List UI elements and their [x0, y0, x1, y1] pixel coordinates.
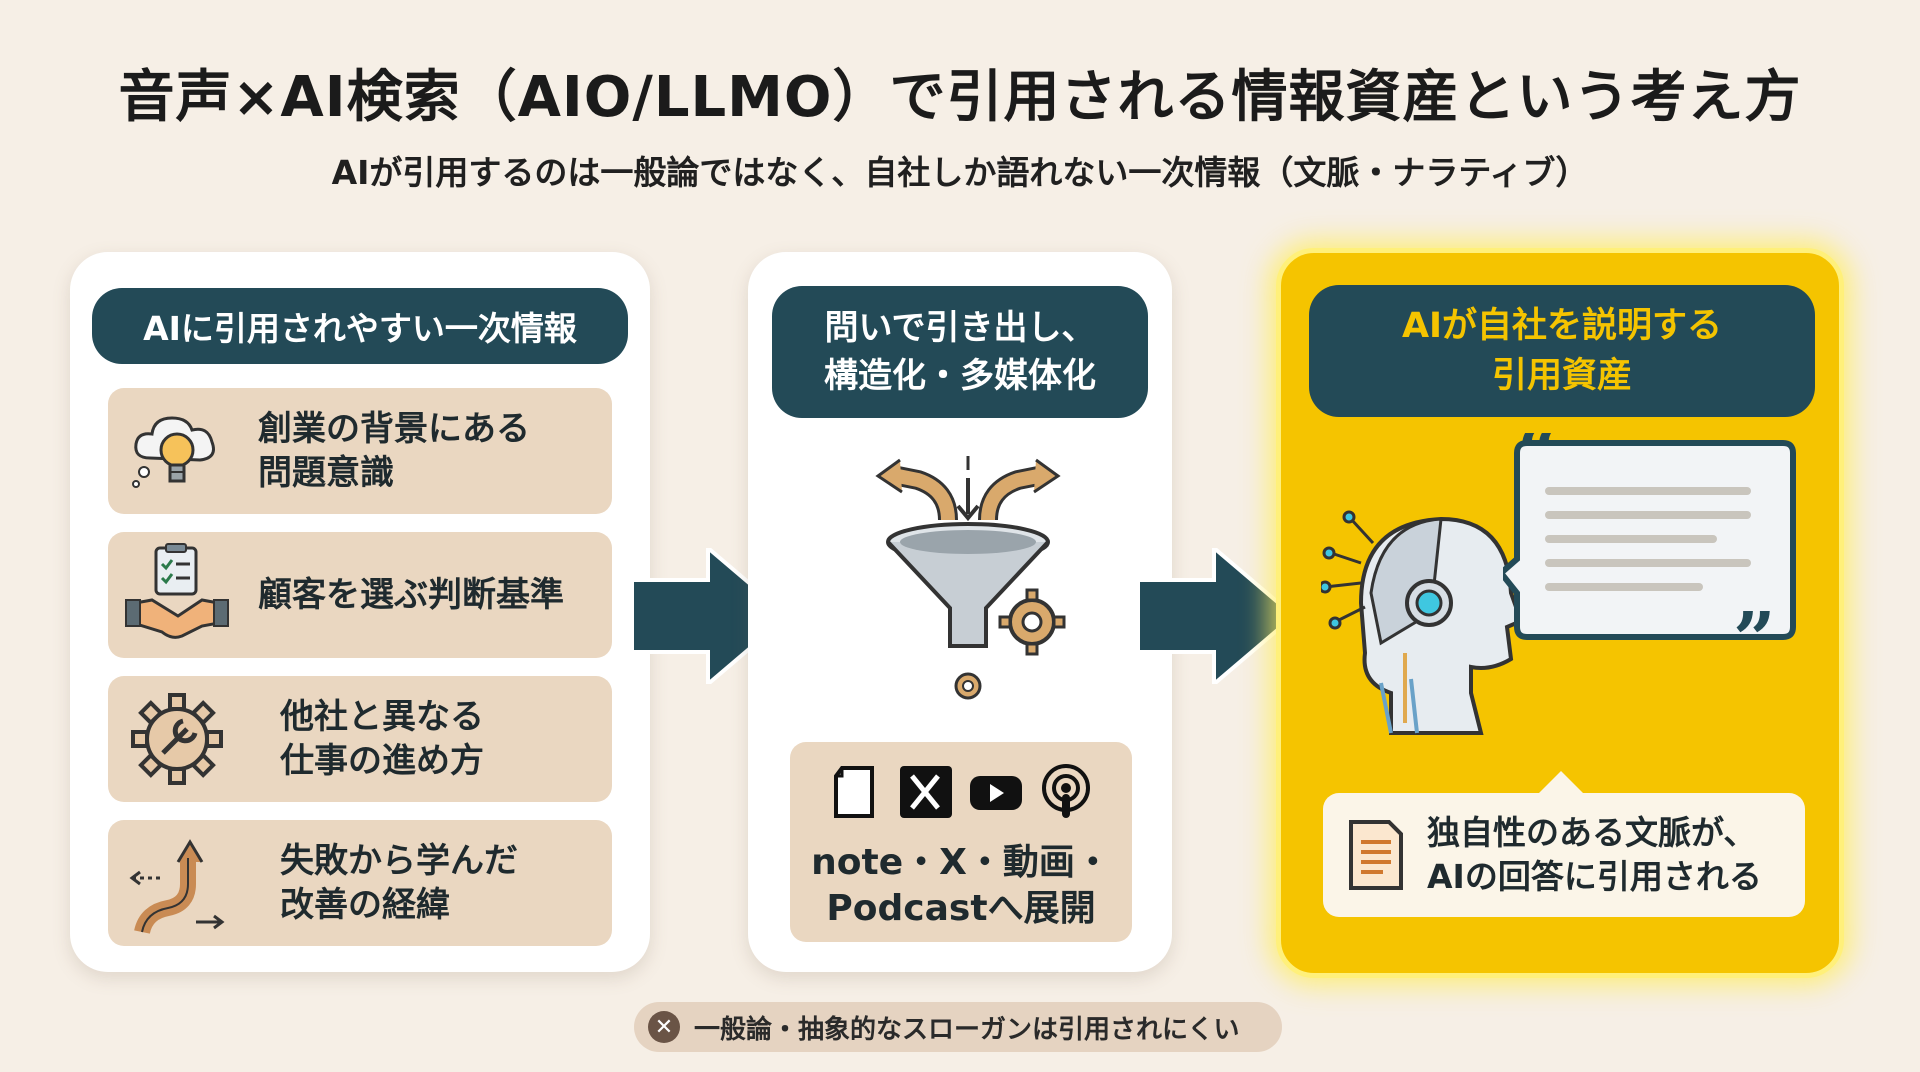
info-item-label: 創業の背景にある 問題意識 [258, 409, 530, 493]
structuring-header: 問いで引き出し、 構造化・多媒体化 [772, 286, 1148, 418]
footer-note: ✕ 一般論・抽象的なスローガンは引用されにくい [634, 1002, 1282, 1052]
citation-result-box: 独自性のある文脈が、 AIの回答に引用される [1323, 771, 1805, 917]
media-channels-box: note・X・動画・ Podcastへ展開 [790, 742, 1132, 942]
info-item-founding-background: 創業の背景にある 問題意識 [108, 388, 612, 514]
info-item-label: 顧客を選ぶ判断基準 [258, 575, 564, 615]
flow-arrow-2 [1138, 548, 1298, 684]
citation-asset-header: AIが自社を説明する 引用資産 [1309, 285, 1815, 417]
structuring-panel: 問いで引き出し、 構造化・多媒体化 [748, 252, 1172, 972]
footer-note-text: 一般論・抽象的なスローガンは引用されにくい [694, 1014, 1240, 1045]
info-item-label: 他社と異なる 仕事の進め方 [280, 697, 484, 781]
svg-text:”: ” [1733, 597, 1776, 673]
youtube-icon [968, 762, 1024, 822]
lightbulb-cloud-icon [122, 396, 232, 506]
info-item-lessons-learned: 失敗から学んだ 改善の経緯 [108, 820, 612, 946]
citation-asset-panel: AIが自社を説明する 引用資産 “ ” [1276, 248, 1844, 978]
info-item-label: 失敗から学んだ 改善の経緯 [280, 841, 518, 925]
handshake-checklist-icon [122, 540, 232, 650]
document-icon [1345, 818, 1407, 892]
info-item-work-process: 他社と異なる 仕事の進め方 [108, 676, 612, 802]
quote-speech-bubble-icon: “ ” [1503, 433, 1796, 673]
x-logo-icon [898, 762, 954, 822]
citation-result-label: 独自性のある文脈が、 AIの回答に引用される [1427, 813, 1762, 896]
note-document-icon [828, 762, 884, 822]
gear-wrench-icon [122, 684, 232, 794]
page-title: 音声×AI検索（AIO/LLMO）で引用される情報資産という考え方 [118, 65, 1802, 130]
info-item-customer-criteria: 顧客を選ぶ判断基準 [108, 532, 612, 658]
primary-info-panel: AIに引用されやすい一次情報 創業の背景にある 問題意識 [70, 252, 650, 972]
primary-info-header: AIに引用されやすい一次情報 [92, 288, 628, 364]
ai-robot-head-icon [1321, 510, 1524, 735]
svg-text:“: “ [1517, 433, 1560, 497]
page-subtitle: AIが引用するのは一般論ではなく、自社しか語れない一次情報（文脈・ナラティブ） [331, 153, 1589, 192]
close-x-icon: ✕ [648, 1011, 680, 1043]
winding-path-arrow-icon [122, 828, 232, 938]
funnel-gears-icon [875, 456, 1066, 700]
podcast-icon [1038, 762, 1094, 822]
media-channels-label: note・X・動画・ Podcastへ展開 [811, 842, 1111, 929]
